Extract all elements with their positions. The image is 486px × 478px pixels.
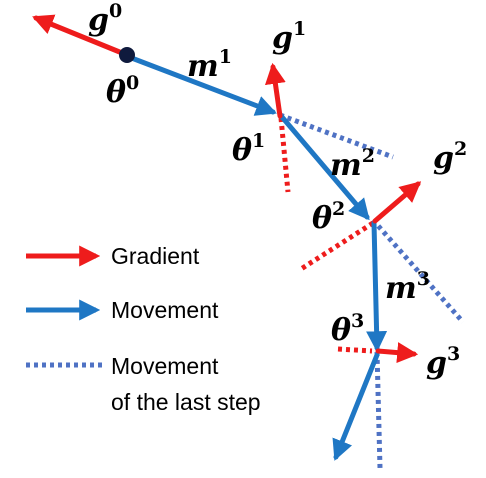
start-point [119,47,135,63]
legend-gradient-label: Gradient [111,243,200,269]
orthogonal-markers [278,117,375,354]
label-theta3: θ3 [331,310,364,348]
movement-arrow-m2 [279,114,370,221]
label-g3: g3 [426,343,460,381]
label-g0: g0 [88,0,122,38]
last-step-lines [279,112,465,469]
label-m1: m1 [187,46,232,84]
movement-arrow-m3 [366,220,388,353]
gradient-arrow-g2 [372,181,422,224]
last-step-line-3 [374,351,383,469]
movement-arrows [126,54,388,461]
legend-last-step-label-line2: of the last step [111,389,261,415]
label-m2: m2 [330,145,375,183]
last-step-line-2 [371,218,465,324]
orthogonal-marker-2 [299,220,375,272]
orthogonal-marker-3 [337,346,373,354]
legend-last-step-label-line1: Movement [111,353,219,379]
legend: Gradient Movement Movement of the last s… [26,243,261,415]
label-theta2: θ2 [312,198,345,236]
movement-arrow-m1 [126,54,277,116]
gradient-arrow-g3 [375,342,419,364]
label-theta1: θ1 [232,130,265,168]
gradient-arrows [32,14,422,364]
gradient-arrow-g0 [32,14,130,58]
label-theta0: θ0 [106,72,139,110]
gradient-arrow-g1 [264,62,286,119]
label-g1: g1 [272,18,306,56]
label-m3: m3 [385,268,430,306]
movement-arrow-m4 [332,352,380,461]
orthogonal-marker-1 [278,117,291,193]
label-g2: g2 [433,138,467,176]
legend-movement-label: Movement [111,297,219,323]
